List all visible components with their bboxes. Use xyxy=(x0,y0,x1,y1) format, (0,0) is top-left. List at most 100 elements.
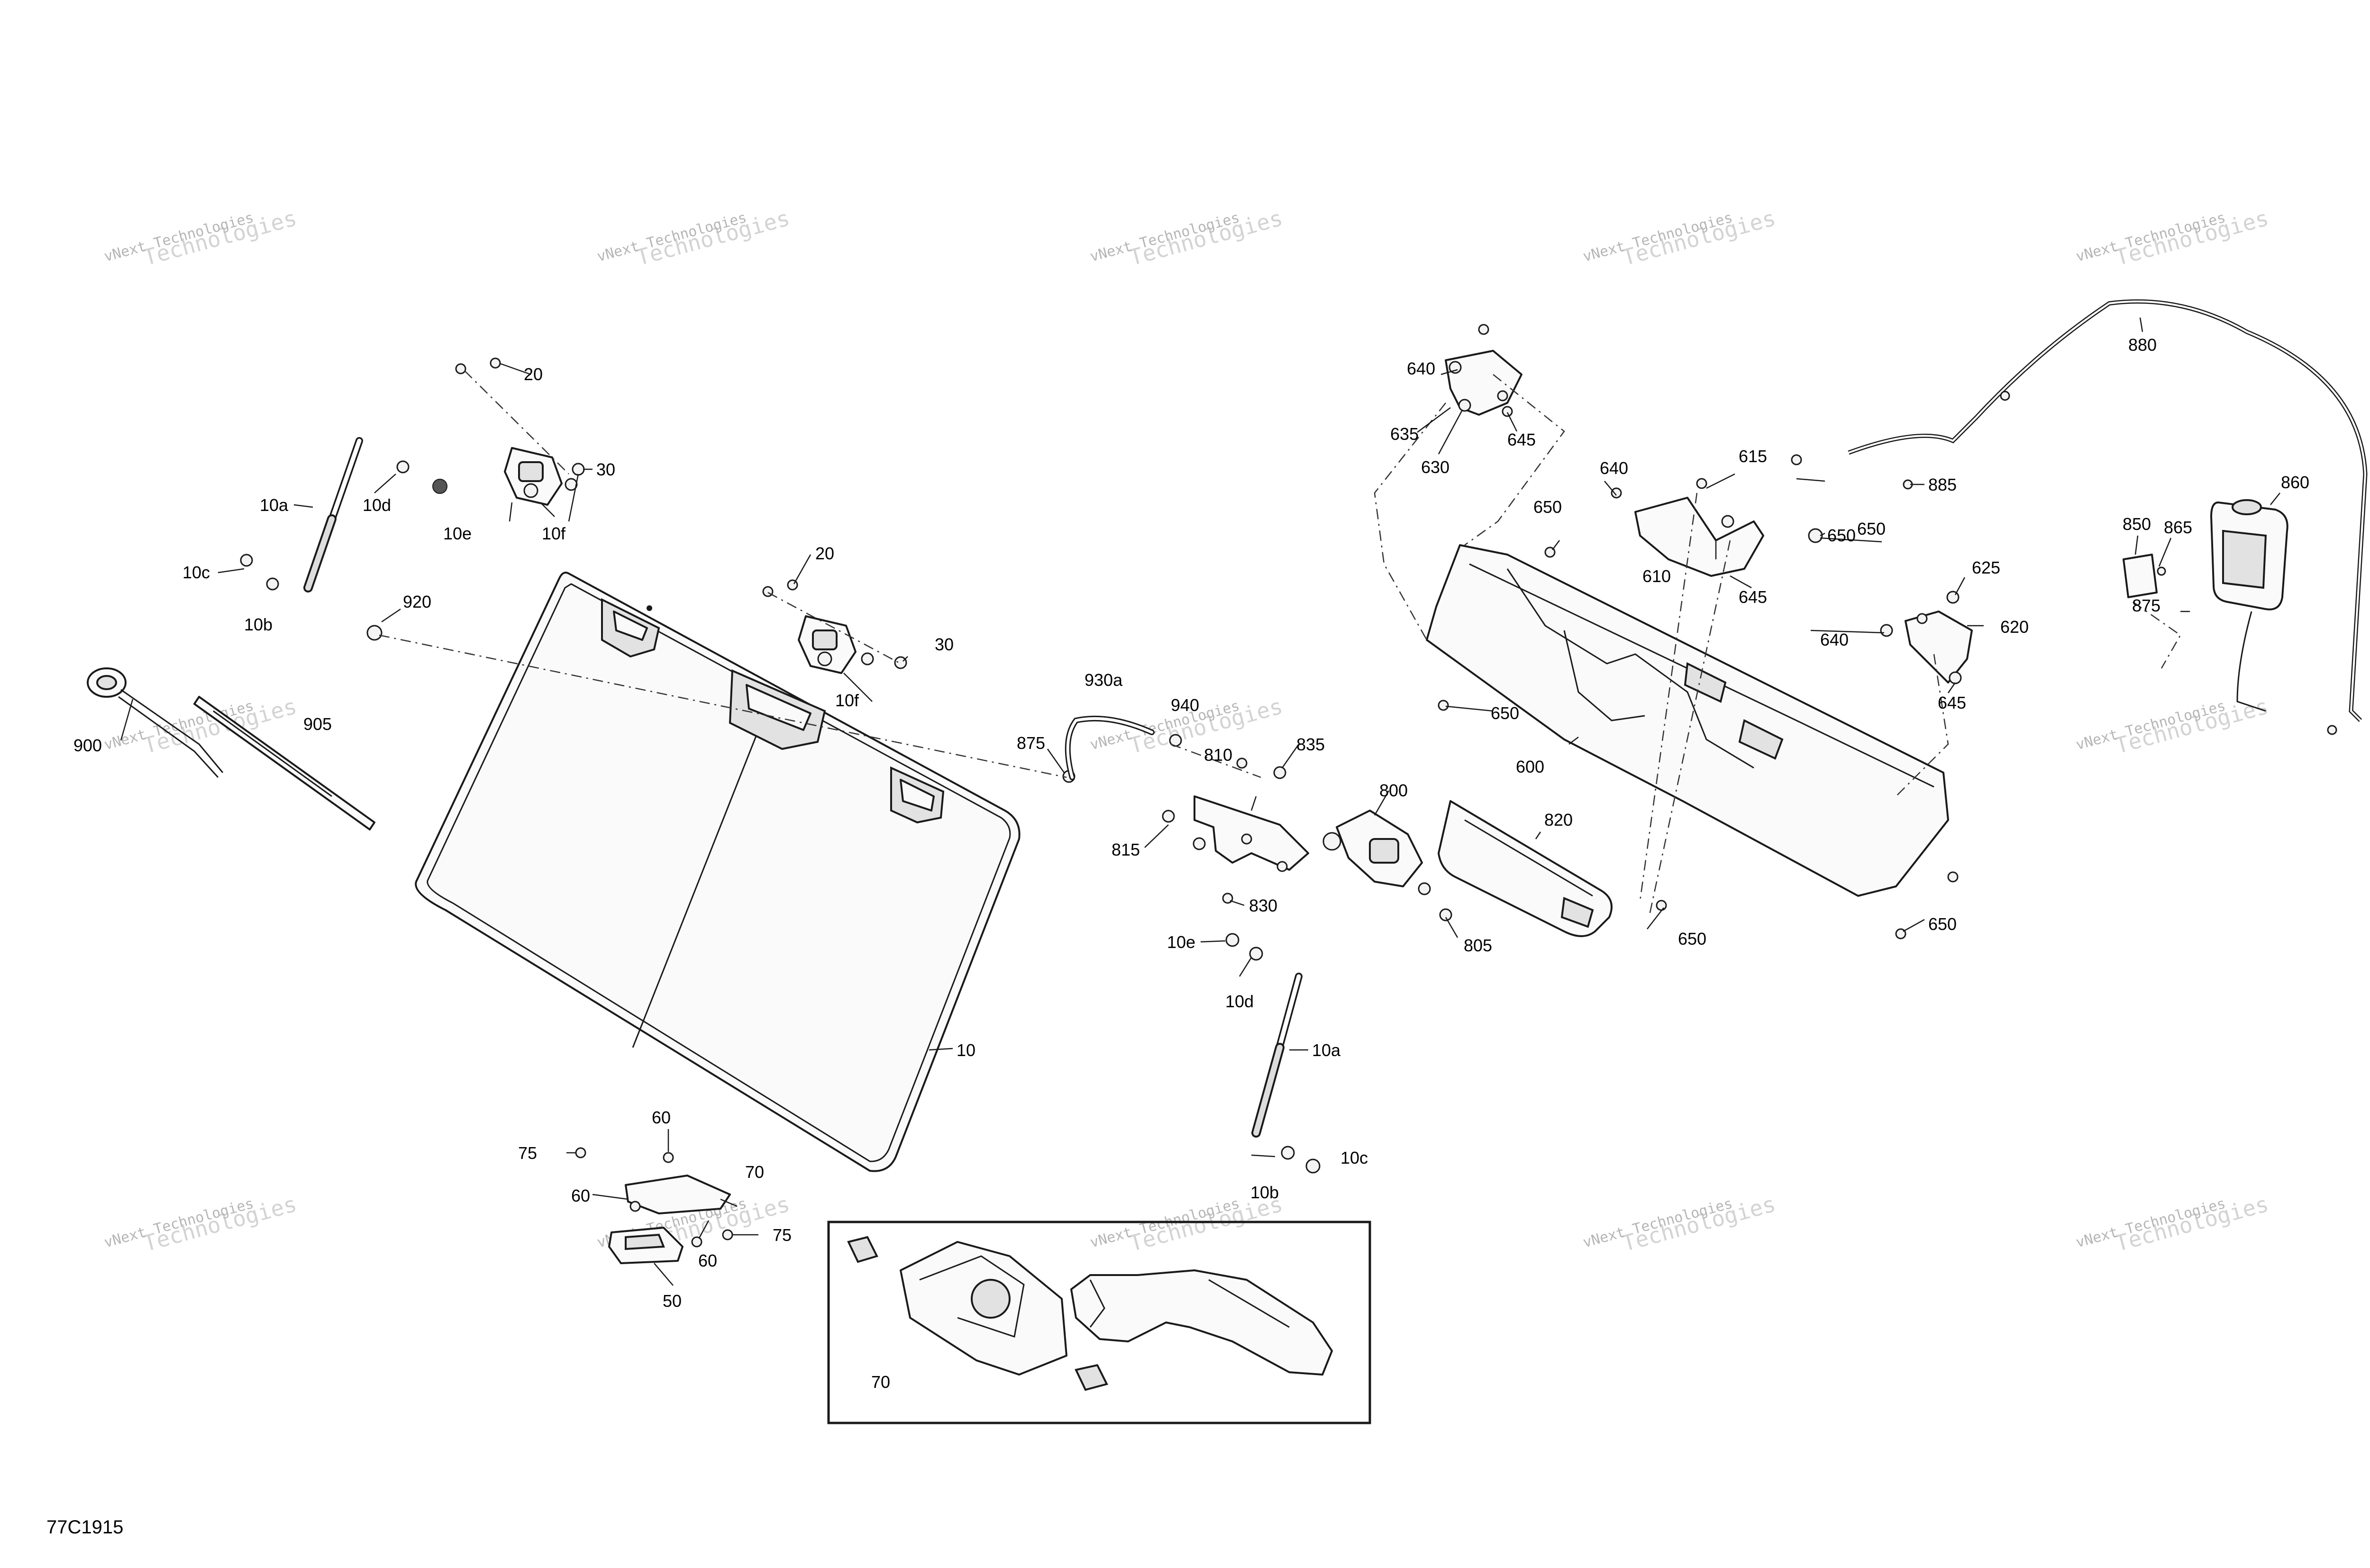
callout-885: 885 xyxy=(1928,475,1957,494)
leader-lines xyxy=(120,317,2280,1286)
callout-650-f: 650 xyxy=(1827,526,1856,545)
callout-10f-top: 10f xyxy=(542,524,566,543)
washer-hose xyxy=(1065,715,1155,780)
latch-assembly xyxy=(575,1147,733,1264)
callout-10e-left: 10e xyxy=(443,524,472,543)
callout-625: 625 xyxy=(1972,558,2000,577)
callout-810: 810 xyxy=(1204,745,1232,765)
leader-dashes xyxy=(379,370,2181,915)
callout-20-mid: 20 xyxy=(815,544,834,563)
callout-10f-mid: 10f xyxy=(835,691,859,710)
callout-635: 635 xyxy=(1390,424,1419,444)
callout-615: 615 xyxy=(1739,447,1767,466)
callout-10b-left: 10b xyxy=(244,615,273,634)
callout-930a: 930a xyxy=(1085,670,1123,690)
callout-10c-left: 10c xyxy=(182,563,210,582)
callout-10d-left: 10d xyxy=(363,495,391,515)
callout-650-e: 650 xyxy=(1928,914,1957,934)
watermark: Technologies vNext Technologies xyxy=(102,1191,300,1256)
bracket-630 xyxy=(1445,350,1522,416)
callout-905: 905 xyxy=(303,714,332,734)
callout-70: 70 xyxy=(745,1162,764,1182)
watermark: Technologies vNext Technologies xyxy=(2074,693,2271,758)
callout-10e-right: 10e xyxy=(1167,932,1195,952)
callout-30-top: 30 xyxy=(596,460,615,479)
callout-830: 830 xyxy=(1249,896,1277,915)
reservoir-bracket xyxy=(2123,554,2166,598)
callout-820: 820 xyxy=(1544,810,1573,830)
callout-75-b: 75 xyxy=(773,1225,792,1245)
detail-inset xyxy=(827,1221,1371,1424)
hardware-small xyxy=(240,357,1321,1174)
callout-70-inset: 70 xyxy=(871,1372,890,1392)
callout-10b-right: 10b xyxy=(1250,1183,1279,1202)
bracket-hardware xyxy=(1438,324,1962,939)
watermark: Technologies vNext Technologies xyxy=(2074,1191,2271,1256)
callout-920: 920 xyxy=(403,592,431,611)
callout-10: 10 xyxy=(957,1040,975,1060)
callout-645-b: 645 xyxy=(1739,587,1767,607)
callout-60-b: 60 xyxy=(571,1186,590,1205)
gas-strut-left xyxy=(303,437,363,593)
callout-20-top: 20 xyxy=(524,365,543,384)
callout-650-d: 650 xyxy=(1678,929,1706,948)
callout-805: 805 xyxy=(1464,936,1492,955)
callout-940: 940 xyxy=(1171,695,1199,715)
callout-50: 50 xyxy=(663,1291,682,1311)
wiper-blade xyxy=(193,696,375,830)
callout-645-a: 645 xyxy=(1507,430,1536,449)
wiper-motor xyxy=(1322,810,1431,895)
callout-600: 600 xyxy=(1516,757,1544,776)
callout-640-b: 640 xyxy=(1600,458,1628,478)
callout-800: 800 xyxy=(1379,781,1408,800)
bracket-620 xyxy=(1905,611,1973,684)
callout-900: 900 xyxy=(73,736,102,755)
callout-620: 620 xyxy=(2000,617,2029,637)
watermark: Technologies vNext Technologies xyxy=(102,205,300,270)
callout-60-c: 60 xyxy=(698,1251,717,1270)
wiper-motor-bracket xyxy=(1194,795,1309,871)
motor-cover xyxy=(1438,800,1613,937)
watermark: Technologies vNext Technologies xyxy=(595,205,793,270)
callout-10d-right: 10d xyxy=(1225,992,1254,1011)
callout-60-a: 60 xyxy=(652,1108,671,1127)
callout-10a-left: 10a xyxy=(260,495,289,515)
callout-640-a: 640 xyxy=(1407,359,1435,378)
windshield-glass xyxy=(415,572,1021,1172)
callout-640-c: 640 xyxy=(1820,630,1849,649)
callout-10a-right: 10a xyxy=(1312,1040,1341,1060)
hinge-middle xyxy=(798,615,857,674)
callout-650-b: 650 xyxy=(1857,519,1886,538)
washer-line xyxy=(1848,299,2368,735)
callout-630: 630 xyxy=(1421,457,1449,477)
callout-815: 815 xyxy=(1112,840,1140,859)
callout-labels: 10 10a 10a 10b 10b 10c 10c 10d 10d 10e 1… xyxy=(73,335,2309,1392)
bracket-610 xyxy=(1634,497,1764,577)
watermark: Technologies vNext Technologies xyxy=(1088,205,1285,270)
callout-10c-right: 10c xyxy=(1340,1148,1368,1167)
watermark: Technologies vNext Technologies xyxy=(1581,1191,1778,1256)
callout-650-a: 650 xyxy=(1533,497,1562,517)
motor-hardware xyxy=(1162,757,1452,921)
callout-865: 865 xyxy=(2164,518,2192,537)
hinge-top xyxy=(504,447,563,506)
callout-650-c: 650 xyxy=(1491,703,1519,723)
callout-75-a: 75 xyxy=(518,1143,537,1163)
watermarks: Technologies vNext Technologies Technolo… xyxy=(102,205,2271,1256)
callout-875-b: 875 xyxy=(2132,596,2160,615)
callout-850: 850 xyxy=(2123,514,2151,534)
gas-strut-right xyxy=(1251,973,1303,1138)
washer-reservoir xyxy=(2210,499,2288,611)
callout-835: 835 xyxy=(1296,735,1325,754)
callout-610: 610 xyxy=(1642,566,1671,586)
wiper-arm xyxy=(87,667,224,778)
callout-875-a: 875 xyxy=(1017,733,1045,753)
watermark: Technologies vNext Technologies xyxy=(1581,205,1778,270)
drawing-number: 77C1915 xyxy=(46,1517,123,1538)
callout-880: 880 xyxy=(2128,335,2157,355)
callout-645-c: 645 xyxy=(1938,693,1966,712)
dash-panel xyxy=(1426,544,1949,897)
callout-860: 860 xyxy=(2281,473,2309,492)
watermark: Technologies vNext Technologies xyxy=(2074,205,2271,270)
